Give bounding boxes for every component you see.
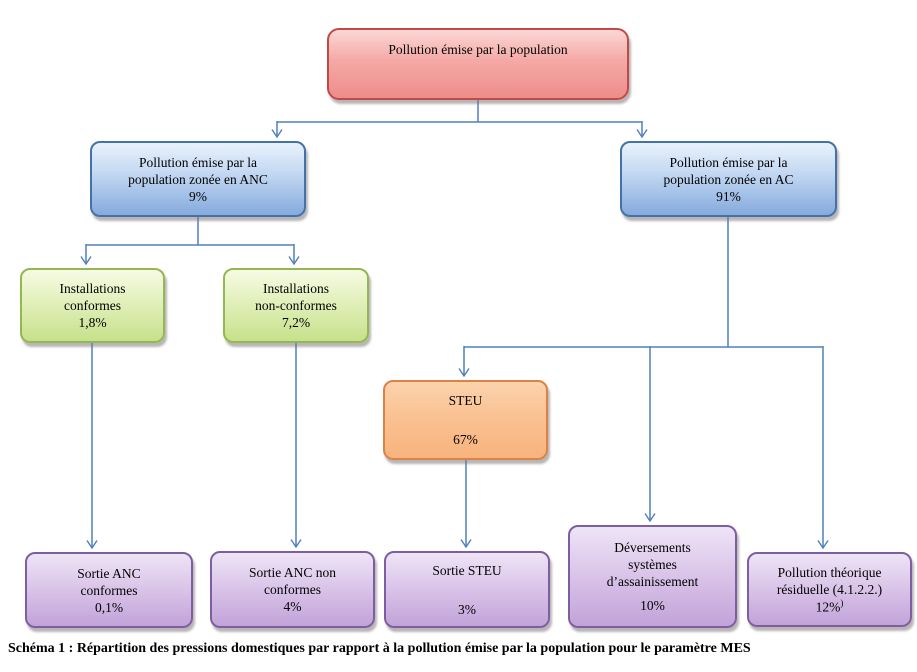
node-value: 10% xyxy=(640,598,665,613)
value-superscript: ) xyxy=(840,597,844,608)
node-label: population zonée en AC xyxy=(663,171,794,187)
node-sortie-steu: Sortie STEU 3% xyxy=(384,551,550,628)
node-sortie-anc-non-conformes: Sortie ANC non conformes 4% xyxy=(210,551,375,628)
node-population-zonee-ac: Pollution émise par la population zonée … xyxy=(620,141,837,217)
figure-caption: Schéma 1 : Répartition des pressions dom… xyxy=(8,641,751,656)
node-label: Installations xyxy=(263,281,329,296)
node-value: 9% xyxy=(189,188,207,204)
node-label: Sortie ANC non xyxy=(248,565,336,580)
node-label: systèmes xyxy=(628,557,677,572)
node-value-text: 12% xyxy=(815,599,841,615)
node-pollution-emise-population: Pollution émise par la population xyxy=(327,28,629,100)
node-label: résiduelle (4.1.2.2.) xyxy=(776,581,883,597)
node-value: 3% xyxy=(458,601,476,617)
node-label: conformes xyxy=(264,582,321,597)
node-label: Sortie ANC xyxy=(77,565,141,581)
node-deversements-systemes-assainissement: Déversements systèmes d’assainissement 1… xyxy=(568,525,737,628)
node-label: Pollution émise par la xyxy=(138,154,258,170)
node-label: non-conformes xyxy=(255,298,337,313)
node-value: 12%) xyxy=(757,598,902,616)
node-label: conformes xyxy=(64,298,121,313)
node-pollution-theorique-residuelle: Pollution théorique résiduelle (4.1.2.2.… xyxy=(747,552,912,627)
node-value: 91% xyxy=(716,188,741,204)
node-label: STEU xyxy=(448,393,483,408)
node-population-zonee-anc: Pollution émise par la population zonée … xyxy=(90,141,306,217)
node-label: Pollution émise par la xyxy=(669,154,788,170)
node-value: 4% xyxy=(283,599,302,614)
node-label: conformes xyxy=(80,582,138,598)
node-label: Pollution émise par la population xyxy=(388,42,568,57)
node-value: 0,1% xyxy=(94,599,124,615)
node-label: Déversements xyxy=(614,540,691,555)
node-label: Pollution théorique xyxy=(777,564,882,580)
node-label: population zonée en ANC xyxy=(128,171,268,187)
node-value: 67% xyxy=(453,432,478,447)
node-installations-conformes: Installations conformes 1,8% xyxy=(20,268,165,343)
node-label: d’assainissement xyxy=(606,574,699,589)
node-label: Installations xyxy=(59,281,126,296)
node-steu: STEU 67% xyxy=(383,380,548,460)
node-value: 1,8% xyxy=(78,315,107,330)
node-sortie-anc-conformes: Sortie ANC conformes 0,1% xyxy=(25,552,193,628)
node-value: 7,2% xyxy=(281,315,311,330)
node-label: Sortie STEU xyxy=(432,562,502,578)
node-installations-non-conformes: Installations non-conformes 7,2% xyxy=(223,268,369,343)
